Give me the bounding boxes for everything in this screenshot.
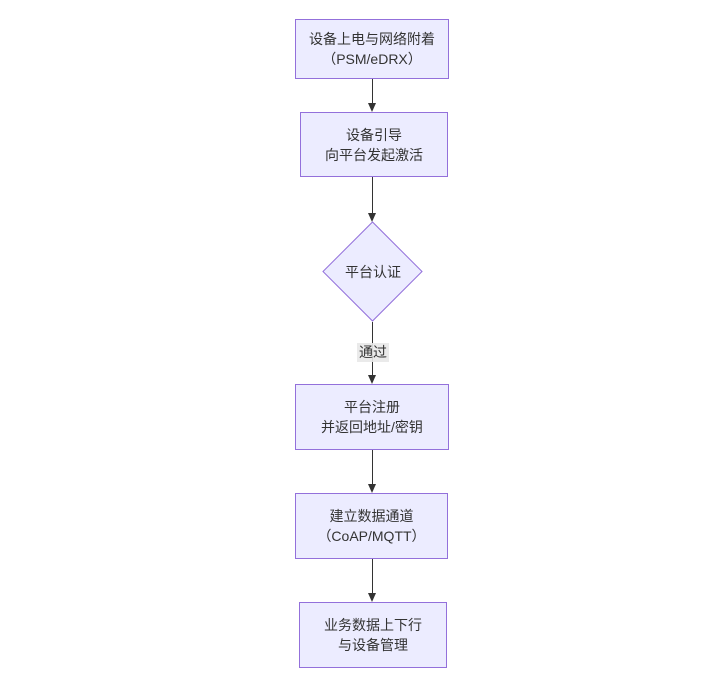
arrow-down-icon (368, 375, 376, 384)
node-label-line: （CoAP/MQTT） (317, 528, 426, 544)
node-label-line: 平台注册 (344, 399, 400, 415)
flow-node-platform-auth-label: 平台认证 (345, 264, 401, 280)
node-label-line: 向平台发起激活 (325, 146, 423, 163)
flow-node-power-attach: 设备上电与网络附着 （PSM/eDRX） (295, 19, 449, 79)
flow-node-bootstrap: 设备引导 向平台发起激活 (300, 112, 448, 177)
arrow-down-icon (368, 213, 376, 222)
edge-line (372, 177, 373, 213)
flow-node-business-data: 业务数据上下行 与设备管理 (299, 602, 447, 668)
node-label-line: 设备上电与网络附着 (309, 31, 435, 47)
edge-line (372, 450, 373, 484)
flow-node-register: 平台注册 并返回地址/密钥 (295, 384, 449, 450)
arrow-down-icon (368, 484, 376, 493)
arrow-down-icon (368, 593, 376, 602)
flow-node-data-channel: 建立数据通道 （CoAP/MQTT） (295, 493, 448, 559)
node-label-line: 与设备管理 (338, 637, 408, 653)
node-label-line: （PSM/eDRX） (322, 51, 422, 67)
node-label-line: 设备引导 (346, 126, 402, 143)
arrow-down-icon (368, 103, 376, 112)
edge-line (372, 559, 373, 593)
node-label-line: 并返回地址/密钥 (321, 419, 423, 435)
node-label-line: 建立数据通道 (329, 508, 414, 524)
edge-line (372, 79, 373, 103)
node-label-line: 业务数据上下行 (324, 617, 422, 633)
edge-label-pass: 通过 (357, 343, 389, 362)
